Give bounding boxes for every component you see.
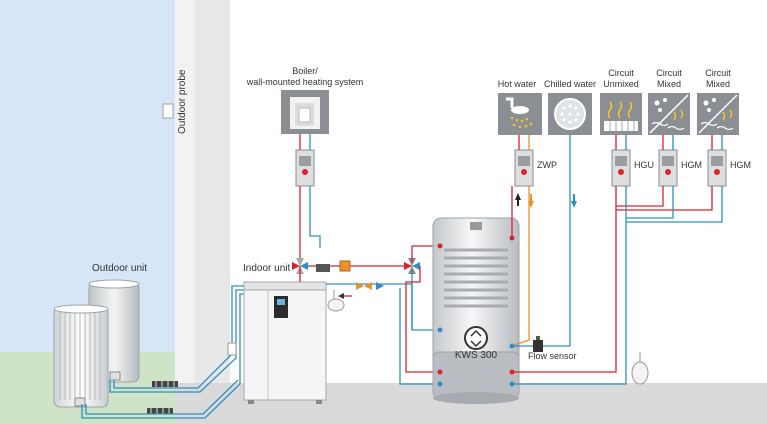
circuit-mixed-a-label-2: Mixed bbox=[657, 79, 681, 89]
tank-gauge-icon bbox=[464, 326, 488, 350]
chilled-water-label: Chilled water bbox=[544, 79, 596, 89]
wall-shadow bbox=[195, 0, 230, 424]
outdoor-unit-label: Outdoor unit bbox=[92, 263, 147, 274]
pump-group-hgm-1 bbox=[658, 149, 678, 187]
boiler-lines bbox=[299, 134, 321, 262]
pump-group-hgm-2 bbox=[707, 149, 727, 187]
pump-group-zwp bbox=[514, 149, 534, 187]
hgm-1-label: HGM bbox=[681, 160, 702, 170]
underfloor-heating-icon bbox=[600, 93, 642, 135]
valve-group bbox=[338, 282, 384, 299]
boiler-label-line1: Boiler/ bbox=[292, 66, 318, 76]
outdoor-probe-sensor bbox=[162, 103, 174, 119]
expansion-vessel-1 bbox=[327, 290, 345, 312]
refrigerant-lines bbox=[81, 285, 244, 419]
hot-water-label: Hot water bbox=[498, 79, 537, 89]
boiler-pump-group bbox=[295, 149, 315, 187]
sky-background bbox=[0, 0, 175, 360]
circuit-unmixed-label-1: Circuit bbox=[608, 68, 634, 78]
ground-grille-1 bbox=[152, 381, 178, 387]
flow-sensor bbox=[533, 336, 543, 352]
tank-label: KWS 300 bbox=[455, 350, 498, 361]
pump-group-hgu bbox=[611, 149, 631, 187]
hot-water-icon bbox=[498, 93, 542, 135]
circuit-supply-lines bbox=[512, 135, 723, 385]
chilled-water-line bbox=[512, 135, 571, 347]
indoor-unit bbox=[243, 281, 327, 404]
chilled-water-down-arrow bbox=[571, 201, 577, 208]
expansion-vessel-2 bbox=[631, 352, 649, 385]
indoor-unit-label: Indoor unit bbox=[243, 263, 290, 274]
circuit-mixed-b-label-1: Circuit bbox=[705, 68, 731, 78]
hot-water-down-arrow bbox=[528, 201, 534, 208]
boiler-icon bbox=[281, 90, 329, 134]
outdoor-unit-front bbox=[53, 304, 109, 408]
boiler-label-line2: wall-mounted heating system bbox=[246, 77, 364, 87]
circuit-mixed-a-label-1: Circuit bbox=[656, 68, 682, 78]
outer-wall bbox=[175, 0, 195, 424]
outdoor-probe-label: Outdoor probe bbox=[177, 69, 188, 134]
mixed-circuit-b-icon bbox=[697, 93, 739, 135]
tank-coil-lines bbox=[399, 245, 440, 385]
hot-water-up-arrow bbox=[515, 193, 521, 200]
storage-tank bbox=[432, 217, 520, 404]
flow-valve bbox=[339, 260, 351, 272]
mixed-circuit-a-icon bbox=[648, 93, 690, 135]
hgm-2-label: HGM bbox=[730, 160, 751, 170]
flow-sensor-label: Flow sensor bbox=[528, 351, 577, 361]
chilled-water-icon bbox=[548, 93, 592, 135]
hot-water-lines bbox=[511, 135, 530, 347]
circuit-unmixed-label-2: Unmixed bbox=[603, 79, 639, 89]
wall-sleeve bbox=[227, 342, 237, 356]
circuit-mixed-b-label-2: Mixed bbox=[706, 79, 730, 89]
ground-grille-2 bbox=[147, 408, 173, 414]
hgu-label: HGU bbox=[634, 160, 654, 170]
zwp-label: ZWP bbox=[537, 160, 557, 170]
primary-pump bbox=[316, 264, 330, 272]
